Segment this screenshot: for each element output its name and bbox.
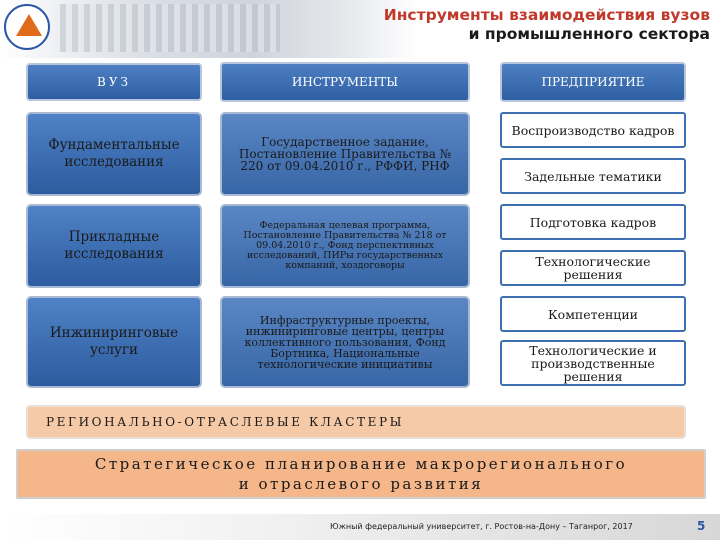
slide-title: Инструменты взаимодействия вузов и промы… [270,6,710,44]
outcome-label: Подготовка кадров [529,214,657,230]
footer-text: Южный федеральный университет, г. Ростов… [330,522,633,531]
tools-box-label: Инфраструктурные проекты, инжиниринговые… [244,313,446,371]
strategic-planning-band: Стратегическое планирование макрорегиона… [16,449,706,499]
outcome-box: Подготовка кадров [500,204,686,240]
university-box-label: Инжиниринговые услуги [49,325,179,358]
university-box-label: Фундаментальные исследования [48,137,180,170]
column-header-university: ВУЗ [26,63,202,101]
outcome-label: Компетенции [548,306,638,322]
tools-box-label: Государственное задание, Постановление П… [238,135,452,173]
university-box-applied: Прикладные исследования [26,204,202,288]
outcome-box: Воспроизводство кадров [500,112,686,148]
tools-box-applied: Федеральная целевая программа, Постановл… [220,204,470,288]
tools-box-engineering: Инфраструктурные проекты, инжиниринговые… [220,296,470,388]
column-header-tools: ИНСТРУМЕНТЫ [220,62,470,102]
page-number: 5 [697,519,706,533]
title-line-2: и промышленного сектора [468,25,710,43]
logo-emblem-icon [16,14,42,36]
building-image [60,4,280,52]
regional-clusters-band: РЕГИОНАЛЬНО-ОТРАСЛЕВЫЕ КЛАСТЕРЫ [26,405,686,439]
outcome-label: Технологические решения [535,254,651,282]
column-header-enterprise-label: ПРЕДПРИЯТИЕ [541,75,645,89]
outcome-label: Технологические и производственные решен… [529,342,657,384]
university-box-fundamental: Фундаментальные исследования [26,112,202,196]
arrow-icon [480,212,491,230]
arrow-icon [480,120,491,138]
tools-box-fundamental: Государственное задание, Постановление П… [220,112,470,196]
strategic-planning-line-2: и отраслевого развития [238,475,484,493]
regional-clusters-label: РЕГИОНАЛЬНО-ОТРАСЛЕВЫЕ КЛАСТЕРЫ [46,415,405,429]
arrow-icon [205,145,216,163]
footer-bar [0,514,720,540]
arrow-icon [480,304,491,322]
outcome-box: Компетенции [500,296,686,332]
outcome-box: Технологические решения [500,250,686,286]
strategic-planning-line-1: Стратегическое планирование макрорегиона… [94,455,628,473]
column-header-enterprise: ПРЕДПРИЯТИЕ [500,62,686,102]
column-header-university-label: ВУЗ [97,75,131,89]
arrow-icon [205,237,216,255]
outcome-box: Задельные тематики [500,158,686,194]
column-header-tools-label: ИНСТРУМЕНТЫ [291,75,399,89]
outcome-label: Воспроизводство кадров [511,122,675,138]
tools-box-label: Федеральная целевая программа, Постановл… [243,220,447,271]
outcome-box: Технологические и производственные решен… [500,340,686,386]
university-box-engineering: Инжиниринговые услуги [26,296,202,388]
arrow-icon [205,333,216,351]
outcome-label: Задельные тематики [524,168,662,184]
university-box-label: Прикладные исследования [64,229,164,262]
title-line-1: Инструменты взаимодействия вузов [383,6,710,24]
